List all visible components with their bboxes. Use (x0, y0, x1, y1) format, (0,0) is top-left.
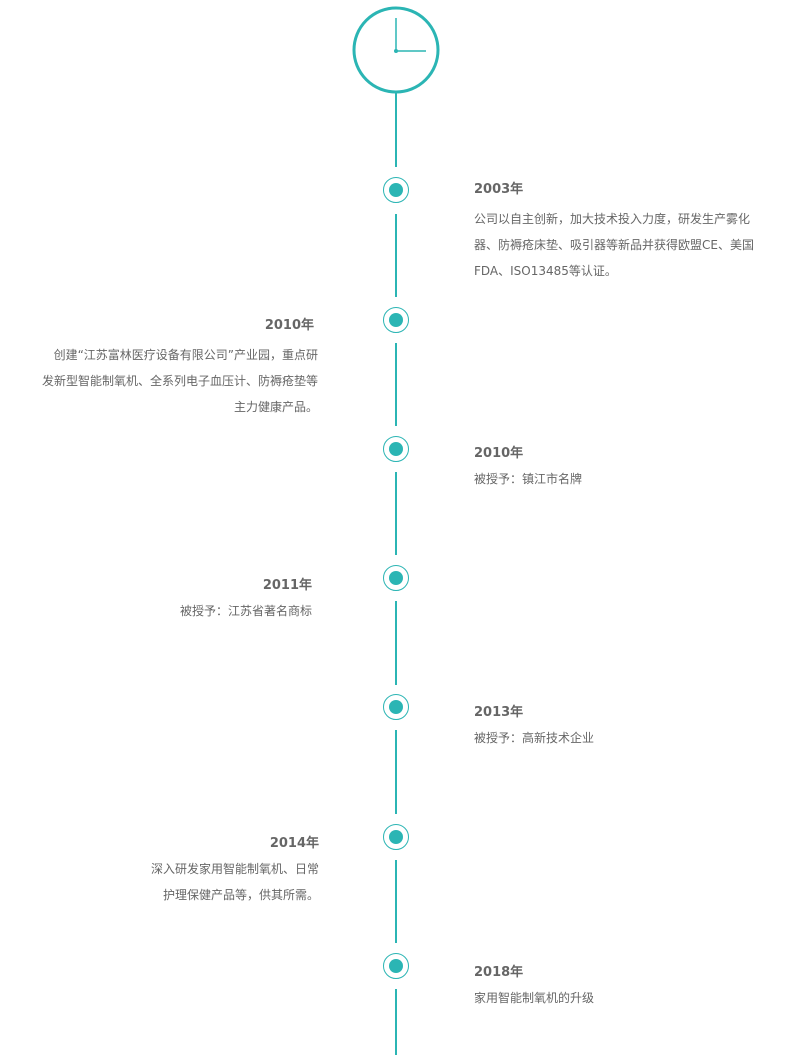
timeline-node (383, 177, 409, 203)
entry-line: 器、防褥疮床垫、吸引器等新品并获得欧盟CE、美国 (474, 238, 754, 252)
entry-line: 家用智能制氧机的升级 (474, 991, 595, 1005)
entry-line: 护理保健产品等，供其所需。 (162, 888, 319, 902)
timeline-connector (395, 214, 397, 297)
node-dot-icon (389, 183, 403, 197)
entry-line: 被授予：高新技术企业 (474, 731, 595, 745)
timeline-node (383, 694, 409, 720)
node-dot-icon (389, 571, 403, 585)
timeline-connector (395, 601, 397, 685)
timeline-connector (395, 730, 397, 814)
entry-year: 2010年 (474, 446, 524, 461)
timeline-node (383, 565, 409, 591)
timeline-entry-2010-park: 2010年 创建“江苏富林医疗设备有限公司”产业园，重点研 发新型智能制氧机、全… (0, 316, 318, 420)
node-dot-icon (389, 442, 403, 456)
clock-icon (352, 6, 440, 98)
node-dot-icon (389, 700, 403, 714)
entry-description: 创建“江苏富林医疗设备有限公司”产业园，重点研 发新型智能制氧机、全系列电子血压… (0, 342, 318, 420)
entry-line: 深入研发家用智能制氧机、日常 (150, 862, 319, 876)
timeline-node (383, 953, 409, 979)
timeline-connector (395, 989, 397, 1055)
entry-description: 深入研发家用智能制氧机、日常 护理保健产品等，供其所需。 (0, 856, 319, 908)
entry-description: 被授予：江苏省著名商标 (0, 598, 312, 624)
timeline-node (383, 436, 409, 462)
timeline-entry-2018: 2018年 家用智能制氧机的升级 (474, 963, 790, 1011)
entry-description: 被授予：镇江市名牌 (474, 466, 790, 492)
timeline-entry-2014: 2014年 深入研发家用智能制氧机、日常 护理保健产品等，供其所需。 (0, 834, 319, 908)
timeline-entry-2011: 2011年 被授予：江苏省著名商标 (0, 576, 312, 624)
timeline-entry-2010-brand: 2010年 被授予：镇江市名牌 (474, 444, 790, 492)
timeline-connector (395, 860, 397, 943)
entry-line: 被授予：江苏省著名商标 (179, 604, 312, 618)
timeline-node (383, 824, 409, 850)
entry-year: 2011年 (262, 578, 312, 593)
entry-line: FDA、ISO13485等认证。 (474, 264, 617, 278)
node-dot-icon (389, 959, 403, 973)
entry-line: 发新型智能制氧机、全系列电子血压计、防褥疮垫等 (41, 374, 318, 388)
entry-year: 2014年 (269, 836, 319, 851)
timeline-connector (395, 343, 397, 426)
entry-line: 创建“江苏富林医疗设备有限公司”产业园，重点研 (53, 348, 318, 362)
timeline-connector (395, 472, 397, 555)
entry-year: 2003年 (474, 182, 524, 197)
entry-year: 2013年 (474, 705, 524, 720)
timeline-entry-2013: 2013年 被授予：高新技术企业 (474, 703, 790, 751)
entry-description: 家用智能制氧机的升级 (474, 985, 790, 1011)
entry-line: 被授予：镇江市名牌 (474, 472, 583, 486)
entry-line: 公司以自主创新，加大技术投入力度，研发生产雾化 (474, 212, 751, 226)
timeline-connector (395, 92, 397, 167)
entry-year: 2010年 (264, 318, 314, 333)
timeline-entry-2003: 2003年 公司以自主创新，加大技术投入力度，研发生产雾化 器、防褥疮床垫、吸引… (474, 180, 790, 284)
node-dot-icon (389, 313, 403, 327)
timeline-node (383, 307, 409, 333)
node-dot-icon (389, 830, 403, 844)
entry-line: 主力健康产品。 (233, 400, 318, 414)
entry-year: 2018年 (474, 965, 524, 980)
entry-description: 公司以自主创新，加大技术投入力度，研发生产雾化 器、防褥疮床垫、吸引器等新品并获… (474, 206, 790, 284)
entry-description: 被授予：高新技术企业 (474, 725, 790, 751)
